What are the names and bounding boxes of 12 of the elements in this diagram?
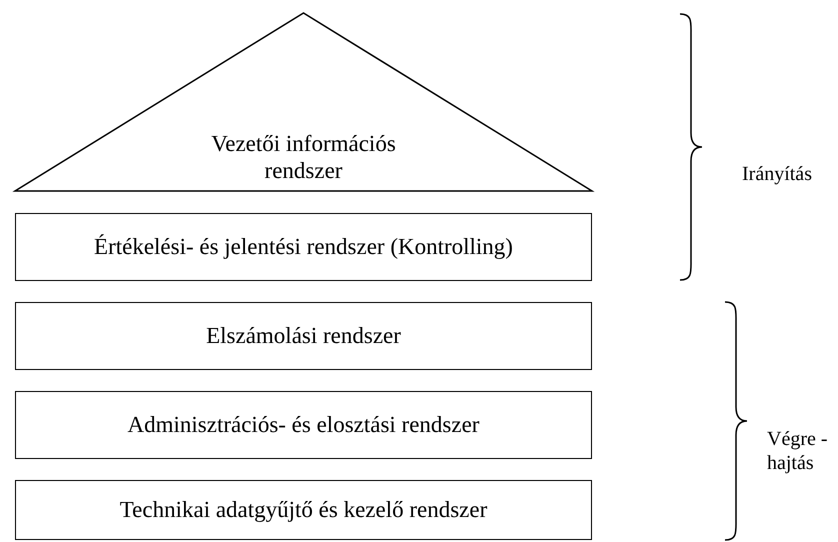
process-box [15, 391, 592, 459]
node-text: Technikai adatgyűjtő és kezelő rendszer [120, 496, 488, 524]
node-text: Elszámolási rendszer [206, 322, 401, 350]
process-box [15, 302, 592, 370]
node-text: Értékelési- és jelentési rendszer (Kontrolling) [94, 233, 513, 261]
node-text: Vezetői információs rendszer [210, 130, 397, 185]
process-box [15, 480, 592, 540]
node-text: Adminisztrációs- és elosztási rendszer [128, 411, 480, 439]
process-box [15, 213, 592, 281]
group-label: Végre -hajtás [767, 427, 829, 475]
triangle-shape [15, 13, 592, 191]
group-label: Irányítás [742, 162, 813, 186]
